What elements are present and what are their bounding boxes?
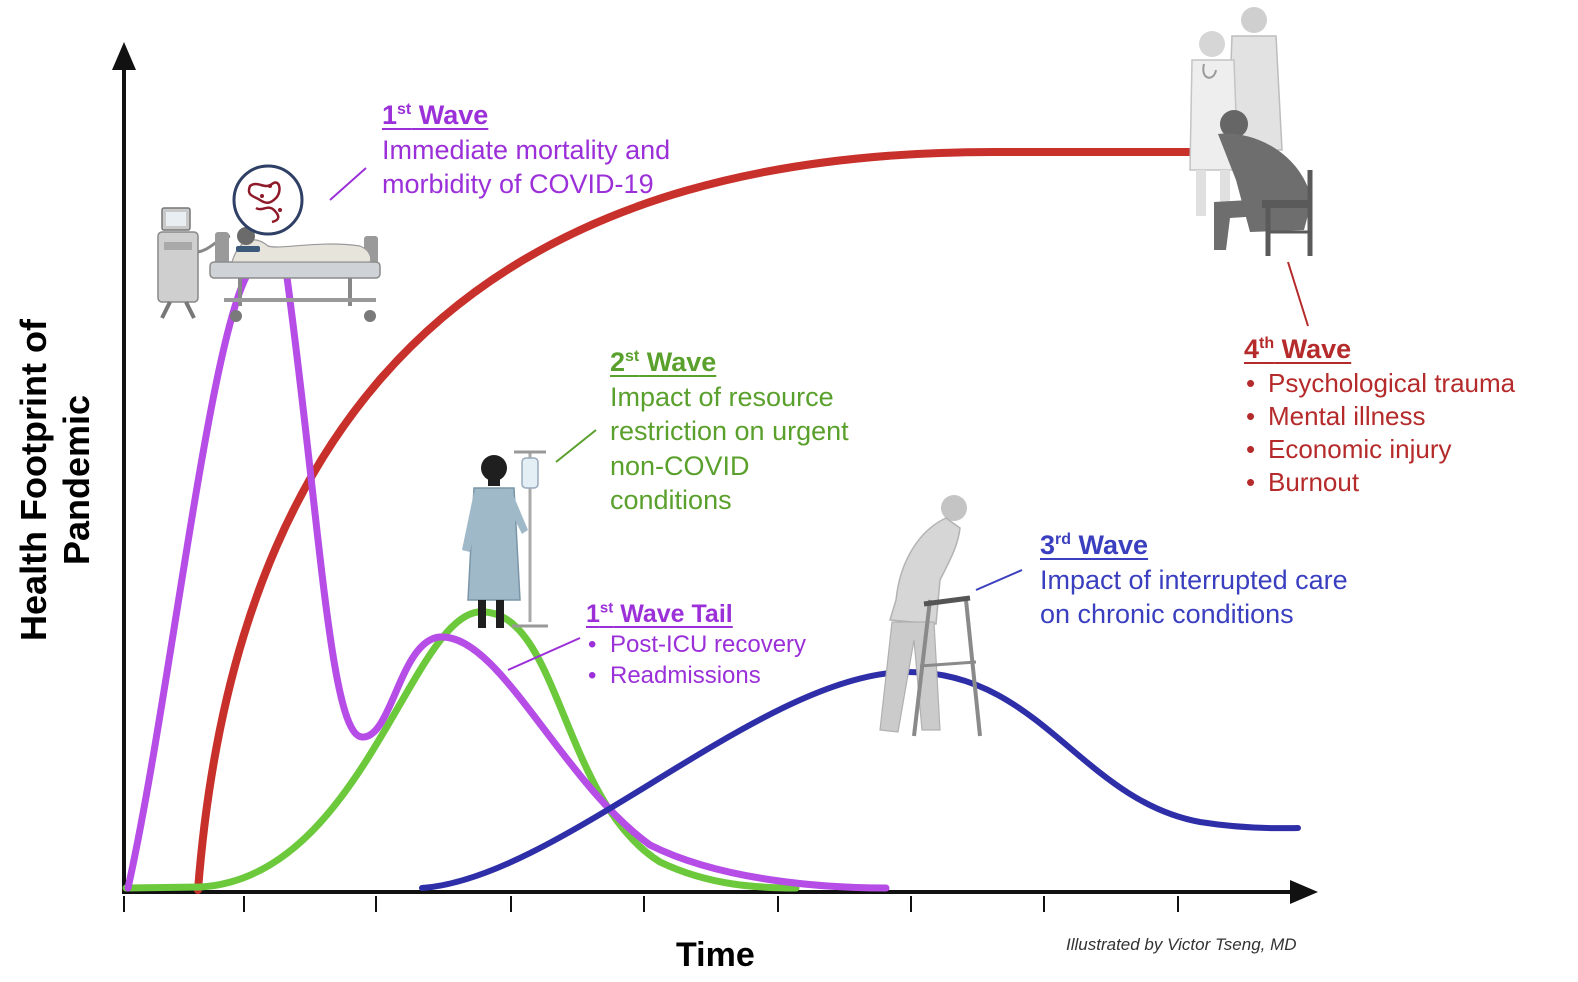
x-axis-ticks	[123, 896, 1179, 912]
fourth-wave-bullet: Psychological trauma	[1244, 367, 1515, 401]
second-wave-line2: restriction on urgent	[610, 416, 849, 447]
fourth-wave-bullet: Economic injury	[1244, 433, 1515, 467]
first-wave-line1: Immediate mortality and	[382, 134, 671, 165]
fourth-wave-curve	[194, 147, 1204, 894]
first-wave-tail-bullets: Post-ICU recovery Readmissions	[586, 630, 806, 691]
third-wave-title: 3rd Wave	[1040, 530, 1149, 560]
fourth-wave-label: 4th Wave Psychological trauma Mental ill…	[1244, 332, 1515, 500]
first-wave-tail-bullet: Post-ICU recovery	[586, 630, 806, 661]
first-wave-line2: morbidity of COVID-19	[382, 169, 654, 200]
third-wave-label: 3rd Wave Impact of interrupted care on c…	[1040, 528, 1348, 632]
distressed-person-icon	[1214, 110, 1313, 256]
iv-patient-icon	[462, 450, 548, 628]
fourth-wave-title: 4th Wave	[1244, 334, 1352, 364]
third-wave-line2: on chronic conditions	[1040, 599, 1294, 630]
second-wave-curve	[122, 608, 800, 892]
third-wave-curve	[419, 668, 1301, 891]
fourth-wave-bullet: Burnout	[1244, 466, 1515, 500]
second-wave-label: 2st Wave Impact of resource restriction …	[610, 345, 849, 518]
first-wave-label: 1st Wave Immediate mortality and morbidi…	[382, 98, 670, 202]
axes	[112, 42, 1318, 912]
first-wave-tail-title: 1st Wave Tail	[586, 599, 733, 628]
fourth-wave-leader	[1287, 261, 1309, 327]
first-tail-leader	[507, 637, 581, 671]
second-wave-line3: non-COVID	[610, 450, 750, 481]
elderly-walker-icon	[879, 495, 982, 737]
y-axis-label: Health Footprint of Pandemic	[12, 319, 98, 641]
first-wave-curve	[124, 266, 890, 892]
x-axis-label: Time	[676, 936, 755, 974]
first-wave-leader	[329, 167, 367, 201]
third-wave-leader	[975, 569, 1023, 591]
x-axis-arrow-icon	[1290, 880, 1318, 904]
y-axis-label-line2: Pandemic	[56, 394, 97, 566]
illustrator-credit: Illustrated by Victor Tseng, MD	[1066, 935, 1297, 954]
second-wave-line1: Impact of resource	[610, 381, 834, 412]
first-wave-title: 1st Wave	[382, 100, 489, 130]
second-wave-leader	[555, 429, 597, 463]
hospital-bed-icon	[209, 227, 381, 322]
second-wave-title: 2st Wave	[610, 347, 717, 377]
first-wave-tail-label: 1st Wave Tail Post-ICU recovery Readmiss…	[586, 598, 806, 691]
y-axis-label-line1: Health Footprint of	[12, 319, 54, 641]
first-wave-tail-bullet: Readmissions	[586, 661, 806, 692]
third-wave-line1: Impact of interrupted care	[1040, 564, 1348, 595]
fourth-wave-bullets: Psychological trauma Mental illness Econ…	[1244, 367, 1515, 500]
coronavirus-icon	[232, 164, 304, 236]
healthcare-workers-icon	[1189, 7, 1283, 216]
y-axis-arrow-icon	[112, 42, 136, 70]
ventilator-icon	[157, 207, 231, 319]
fourth-wave-bullet: Mental illness	[1244, 400, 1515, 434]
second-wave-line4: conditions	[610, 485, 732, 516]
